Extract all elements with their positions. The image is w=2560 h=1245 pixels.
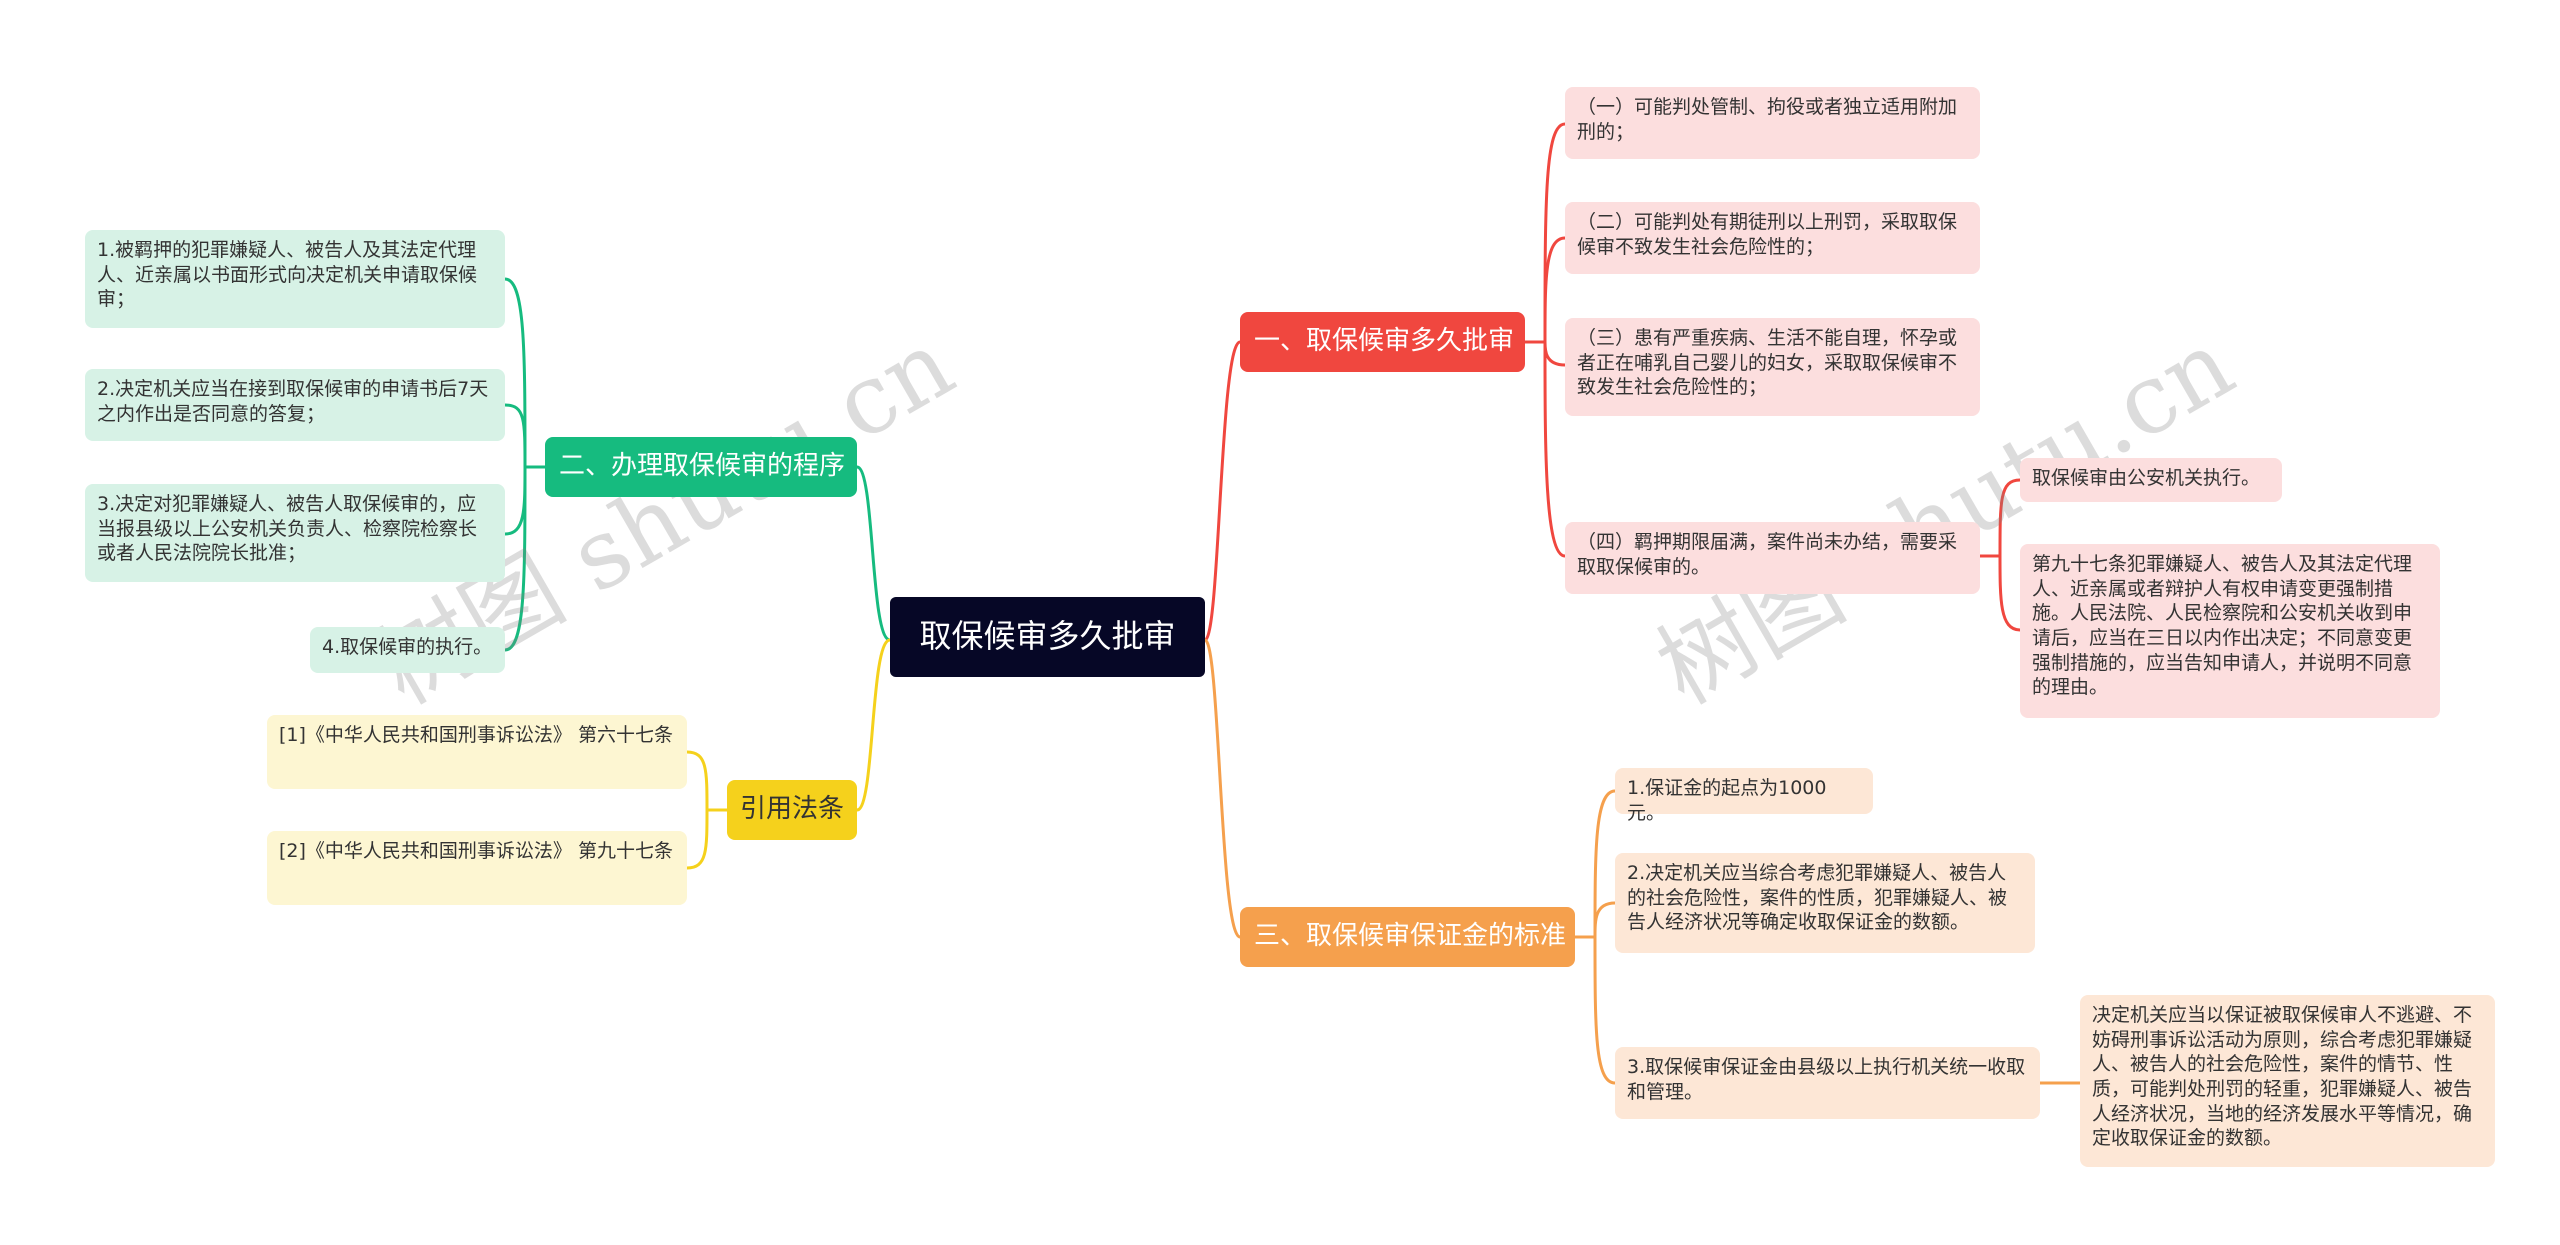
branch-bail-standard[interactable]: 三、取保候审保证金的标准 [1240, 907, 1575, 967]
approval-item-2[interactable]: （二）可能判处有期徒刑以上刑罚，采取取保候审不致发生社会危险性的； [1565, 202, 1980, 274]
branch-procedure[interactable]: 二、办理取保候审的程序 [545, 437, 857, 497]
procedure-item-2[interactable]: 2.决定机关应当在接到取保候审的申请书后7天之内作出是否同意的答复； [85, 369, 505, 441]
cited-law-1[interactable]: [1]《中华人民共和国刑事诉讼法》 第六十七条 [267, 715, 687, 789]
approval-item-4[interactable]: （四）羁押期限届满，案件尚未办结，需要采取取保候审的。 [1565, 522, 1980, 594]
branch-cited-laws[interactable]: 引用法条 [727, 780, 857, 840]
procedure-item-4[interactable]: 4.取保候审的执行。 [310, 627, 505, 673]
procedure-item-1[interactable]: 1.被羁押的犯罪嫌疑人、被告人及其法定代理人、近亲属以书面形式向决定机关申请取保… [85, 230, 505, 328]
procedure-item-3[interactable]: 3.决定对犯罪嫌疑人、被告人取保候审的，应当报县级以上公安机关负责人、检察院检察… [85, 484, 505, 582]
approval-sub-item-1[interactable]: 取保候审由公安机关执行。 [2020, 458, 2282, 502]
approval-item-3[interactable]: （三）患有严重疾病、生活不能自理，怀孕或者正在哺乳自己婴儿的妇女，采取取保候审不… [1565, 318, 1980, 416]
approval-sub-item-2[interactable]: 第九十七条犯罪嫌疑人、被告人及其法定代理人、近亲属或者辩护人有权申请变更强制措施… [2020, 544, 2440, 718]
bail-item-2[interactable]: 2.决定机关应当综合考虑犯罪嫌疑人、被告人的社会危险性，案件的性质，犯罪嫌疑人、… [1615, 853, 2035, 953]
bail-item-1[interactable]: 1.保证金的起点为1000元。 [1615, 768, 1873, 824]
cited-law-2[interactable]: [2]《中华人民共和国刑事诉讼法》 第九十七条 [267, 831, 687, 905]
bail-item-3[interactable]: 3.取保候审保证金由县级以上执行机关统一收取和管理。 [1615, 1047, 2040, 1119]
approval-item-1[interactable]: （一）可能判处管制、拘役或者独立适用附加刑的； [1565, 87, 1980, 159]
root-topic[interactable]: 取保候审多久批审 [890, 597, 1205, 677]
branch-approval-time[interactable]: 一、取保候审多久批审 [1240, 312, 1525, 372]
bail-sub-item-1[interactable]: 决定机关应当以保证被取保候审人不逃避、不妨碍刑事诉讼活动为原则，综合考虑犯罪嫌疑… [2080, 995, 2495, 1167]
